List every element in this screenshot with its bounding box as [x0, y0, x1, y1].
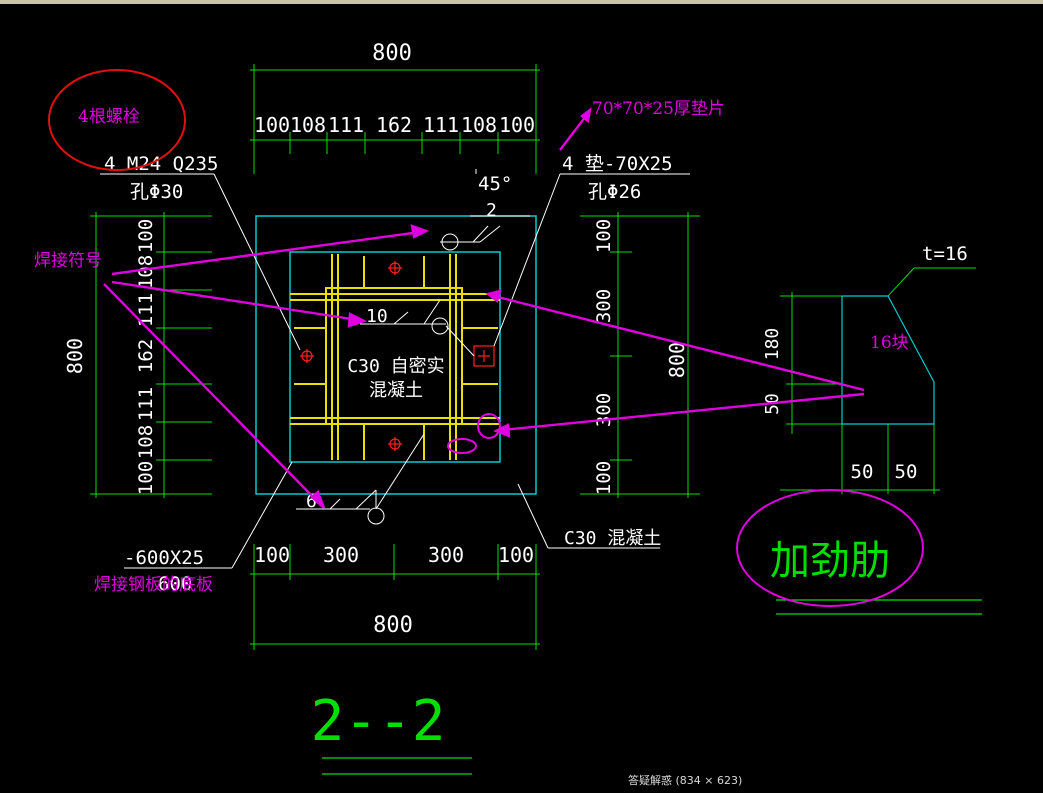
- left-dim-2: 108: [135, 255, 157, 289]
- bottom-dim-1: 100: [254, 543, 290, 567]
- bottom-dim-2: 300: [323, 543, 359, 567]
- stiffener-circle: [736, 489, 924, 607]
- stiffener-dim-50a: 50: [851, 461, 874, 483]
- weld-ellipse: [447, 438, 477, 454]
- stiffener-title: 加劲肋: [770, 538, 890, 584]
- bolt-hole-label: 孔Φ30: [130, 181, 183, 203]
- top-dim-6: 108: [461, 113, 497, 137]
- leader-lines: [100, 169, 690, 569]
- section-title: 2--2: [311, 689, 446, 754]
- stiffener-plate-outline: [841, 295, 935, 425]
- washer-hole-label: 孔Φ26: [588, 181, 641, 203]
- washer-spec-label: 4 垫-70X25: [562, 153, 673, 175]
- weld-size-10: 10: [366, 306, 388, 327]
- left-total-dim: 800: [63, 338, 87, 374]
- count-annotation: 16块: [870, 333, 909, 353]
- stiffener-detail: [780, 267, 976, 494]
- left-dim-4: 162: [135, 339, 157, 373]
- weld-size-6: 6: [306, 491, 317, 512]
- bolts-annotation: 4根螺栓: [78, 107, 140, 127]
- cad-drawing-canvas[interactable]: 800 100 108 111 162 111 108 100 800 100 …: [0, 4, 1043, 793]
- top-dim-4: 162: [376, 113, 412, 137]
- right-dim-3: 300: [593, 393, 615, 427]
- weld-circle: [477, 413, 501, 439]
- right-dim-4: 100: [593, 461, 615, 495]
- top-dimensions: [250, 64, 540, 174]
- weld-size-2: 2: [486, 200, 497, 221]
- left-dim-6: 108: [135, 425, 157, 459]
- top-dim-7: 100: [499, 113, 535, 137]
- stiffener-dim-50b: 50: [895, 461, 918, 483]
- top-total-dim: 800: [372, 41, 412, 66]
- washer-annotation: 70*70*25厚垫片: [592, 99, 725, 119]
- right-dim-1: 100: [593, 219, 615, 253]
- outer-concrete-label: C30 混凝土: [564, 528, 661, 549]
- bottom-dim-3: 300: [428, 543, 464, 567]
- bottom-dim-4: 100: [498, 543, 534, 567]
- inner-concrete-label-1: C30 自密实: [347, 356, 444, 377]
- thickness-label: t=16: [922, 243, 968, 265]
- right-total-dim: 800: [665, 342, 689, 378]
- weld-symbol-annotation: 焊接符号: [34, 251, 102, 271]
- annotation-marks: [48, 69, 924, 607]
- left-dim-5: 111: [135, 387, 157, 421]
- stiffener-dim-180: 180: [762, 328, 783, 361]
- left-dim-1: 100: [135, 219, 157, 253]
- top-dim-1: 100: [254, 113, 290, 137]
- bolt-holes: [300, 261, 495, 451]
- bottom-total-dim: 800: [373, 613, 413, 638]
- steel-column-yellow: [290, 254, 500, 460]
- base-plate-outline: [289, 251, 501, 463]
- top-dim-5: 111: [423, 113, 459, 137]
- left-dim-3: 111: [135, 293, 157, 327]
- bolt-spec-label: 4 M24 Q235: [104, 153, 218, 175]
- top-dim-2: 108: [290, 113, 326, 137]
- bolts-circle: [48, 69, 186, 171]
- annotation-arrows: [103, 107, 865, 509]
- right-dimensions: [580, 212, 700, 498]
- stiffener-title-underline: [776, 599, 982, 615]
- status-bar-text: 答疑解惑 (834 × 623): [628, 774, 743, 787]
- bottom-dimensions: [250, 544, 540, 650]
- base-plate-annotation: 焊接钢板的底板: [94, 575, 213, 595]
- inner-concrete-label-2: 混凝土: [369, 380, 423, 401]
- left-dim-7: 100: [135, 461, 157, 495]
- window-top-border: [0, 0, 1043, 4]
- top-dim-3: 111: [328, 113, 364, 137]
- plate-width-label: 600: [158, 573, 192, 595]
- section-title-underline: [322, 757, 472, 775]
- outer-concrete-outline: [255, 215, 537, 495]
- plate-spec-label: -600X25: [124, 547, 204, 569]
- angle-label: 45°: [478, 173, 512, 195]
- right-dim-2: 300: [593, 289, 615, 323]
